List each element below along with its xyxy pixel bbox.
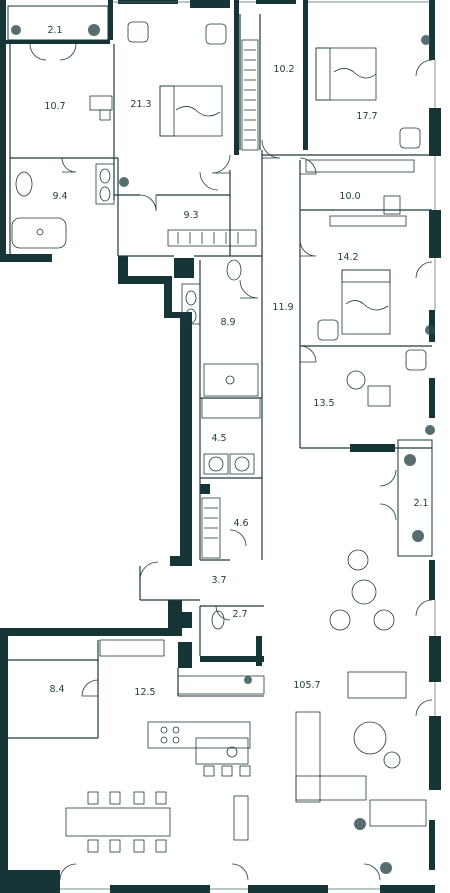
room-area-bath-center: 8.9 bbox=[220, 317, 235, 328]
room-area-laundry: 4.5 bbox=[211, 433, 226, 444]
room-area-balcony-east: 2.1 bbox=[413, 498, 428, 509]
room-area-corridor: 11.9 bbox=[272, 302, 293, 313]
room-area-study-east: 13.5 bbox=[313, 398, 334, 409]
room-area-bath-nw: 9.4 bbox=[52, 191, 67, 202]
doors bbox=[29, 43, 433, 881]
room-area-closet: 4.6 bbox=[233, 518, 248, 529]
room-area-bedroom-east: 14.2 bbox=[337, 252, 358, 263]
furniture bbox=[11, 21, 427, 853]
room-area-dressing-left: 10.7 bbox=[44, 101, 65, 112]
room-area-master-bedroom: 21.3 bbox=[130, 99, 151, 110]
room-area-hall-north: 9.3 bbox=[183, 210, 198, 221]
room-area-utility-sw: 8.4 bbox=[49, 684, 64, 695]
room-area-entry: 3.7 bbox=[211, 575, 226, 586]
room-area-living: 105.7 bbox=[293, 680, 320, 691]
room-area-bedroom-ne: 17.7 bbox=[356, 111, 377, 122]
room-labels: 2.1 10.7 21.3 10.2 17.7 9.4 9.3 10.0 14.… bbox=[44, 25, 428, 698]
room-area-dressing-right: 10.2 bbox=[273, 64, 294, 75]
plants bbox=[11, 24, 435, 874]
room-area-study-north: 10.0 bbox=[339, 191, 360, 202]
windows bbox=[60, 1, 436, 890]
room-area-wc: 2.7 bbox=[232, 609, 247, 620]
room-area-kitchen: 12.5 bbox=[134, 687, 155, 698]
room-area-balcony-top: 2.1 bbox=[47, 25, 62, 36]
